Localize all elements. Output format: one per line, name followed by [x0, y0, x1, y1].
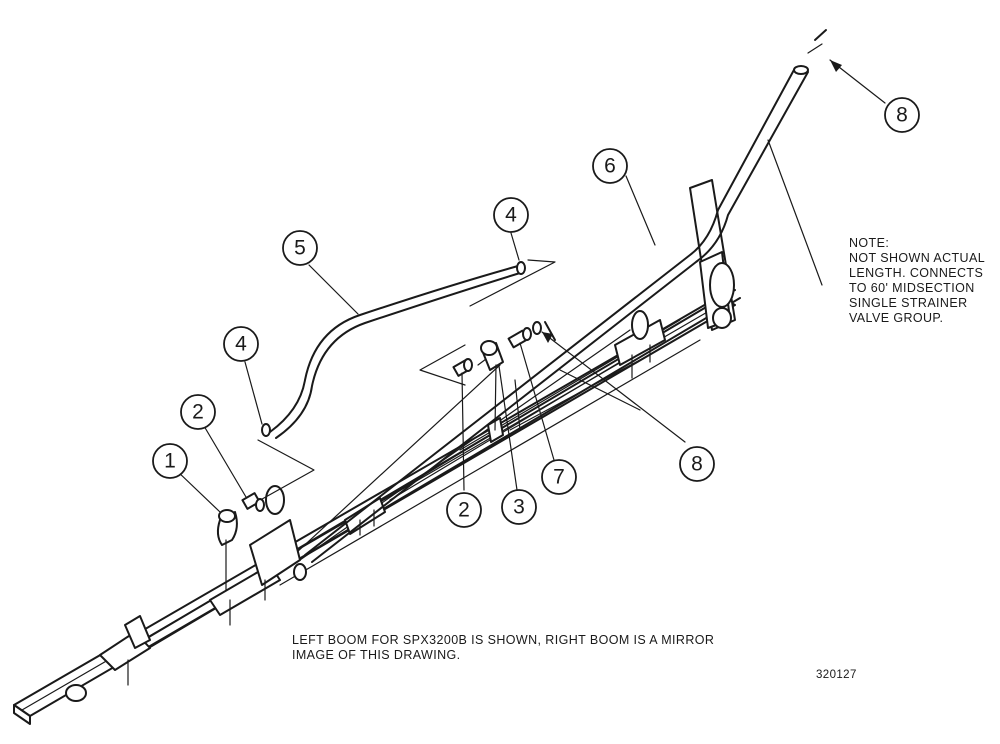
callout-bubble-2-left: 2	[180, 394, 216, 430]
callout-bubble-4-left: 4	[223, 326, 259, 362]
leader-lines	[175, 59, 886, 513]
callout-bubble-4-right: 4	[493, 197, 529, 233]
hose	[269, 265, 521, 439]
callout-bubble-7: 7	[541, 459, 577, 495]
callout-label: 4	[235, 333, 247, 356]
callout-label: 1	[164, 450, 176, 473]
hose-clamps	[261, 261, 526, 437]
callout-bubble-5: 5	[282, 230, 318, 266]
note-line: LENGTH. CONNECTS	[849, 266, 984, 280]
drawing-number: 320127	[816, 669, 857, 681]
caption-line-2: IMAGE OF THIS DRAWING.	[292, 648, 461, 662]
callout-bubble-8-top: 8	[884, 97, 920, 133]
callout-label: 5	[294, 237, 306, 260]
callout-label: 2	[192, 401, 204, 424]
break-mark	[807, 29, 827, 54]
exploded-guides	[254, 259, 556, 504]
callout-bubble-6: 6	[592, 148, 628, 184]
caption-line-1: LEFT BOOM FOR SPX3200B IS SHOWN, RIGHT B…	[292, 633, 715, 647]
note-line: NOT SHOWN ACTUAL	[849, 251, 986, 265]
note-line: SINGLE STRAINER	[849, 296, 968, 310]
fittings	[216, 321, 542, 591]
callout-label: 8	[691, 453, 703, 476]
callout-bubble-8-ring: 8	[679, 446, 715, 482]
drawing-caption: LEFT BOOM FOR SPX3200B IS SHOWN, RIGHT B…	[292, 633, 714, 663]
note-line: TO 60' MIDSECTION	[849, 281, 975, 295]
callout-bubble-2-center: 2	[446, 492, 482, 528]
note-line: NOTE:	[849, 236, 890, 250]
callout-label: 4	[505, 204, 517, 227]
boom-supply-tube	[304, 65, 809, 563]
note-line: VALVE GROUP.	[849, 311, 944, 325]
boom-frame	[13, 179, 741, 725]
callout-label: 6	[604, 155, 616, 178]
callout-label: 2	[458, 499, 470, 522]
callout-label: 7	[553, 466, 565, 489]
callout-bubble-1: 1	[152, 443, 188, 479]
callout-label: 3	[513, 496, 525, 519]
callout-bubble-3: 3	[501, 489, 537, 525]
callout-label: 8	[896, 104, 908, 127]
note-text: NOTE: NOT SHOWN ACTUAL LENGTH. CONNECTS …	[849, 236, 985, 326]
